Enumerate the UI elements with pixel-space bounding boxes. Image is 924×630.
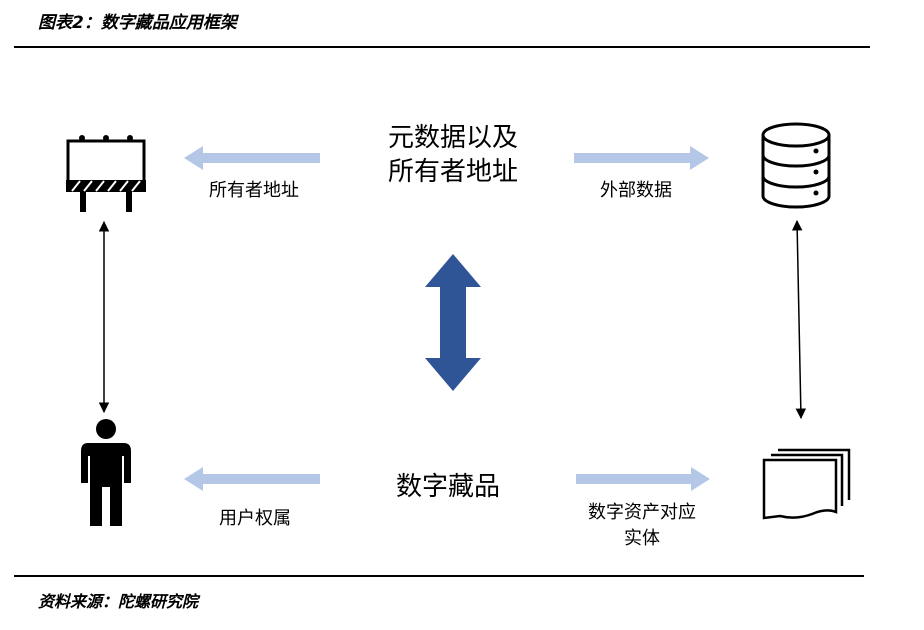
owner-address-label: 所有者地址 <box>209 180 299 201</box>
arrow-user-ownership-left <box>184 467 320 491</box>
user-ownership-label: 用户权属 <box>219 508 291 529</box>
asset-entity-label: 数字资产对应 实体 <box>572 500 712 552</box>
external-data-label: 外部数据 <box>600 180 672 201</box>
central-double-arrow <box>425 254 481 391</box>
person-icon <box>81 419 131 526</box>
documents-icon <box>762 448 851 520</box>
metadata-label: 元数据以及 所有者地址 <box>380 121 526 189</box>
figure-title: 图表2：数字藏品应用框架 <box>38 13 237 33</box>
asset-entity-label-line2: 实体 <box>624 528 660 549</box>
arrow-owner-address-left <box>184 146 320 170</box>
source-note: 资料来源：陀螺研究院 <box>38 592 199 611</box>
arrow-asset-entity-right <box>576 467 710 491</box>
metadata-label-line1: 元数据以及 <box>387 123 518 153</box>
digital-collectible-label: 数字藏品 <box>395 472 500 502</box>
billboard-icon <box>66 135 146 212</box>
metadata-label-line2: 所有者地址 <box>387 157 518 187</box>
asset-entity-label-line1: 数字资产对应 <box>588 502 696 523</box>
top-rule <box>14 46 870 48</box>
vertical-arrow-right <box>791 219 807 420</box>
bottom-rule <box>14 575 864 577</box>
database-icon <box>761 122 831 209</box>
arrow-external-data-right <box>574 146 709 170</box>
